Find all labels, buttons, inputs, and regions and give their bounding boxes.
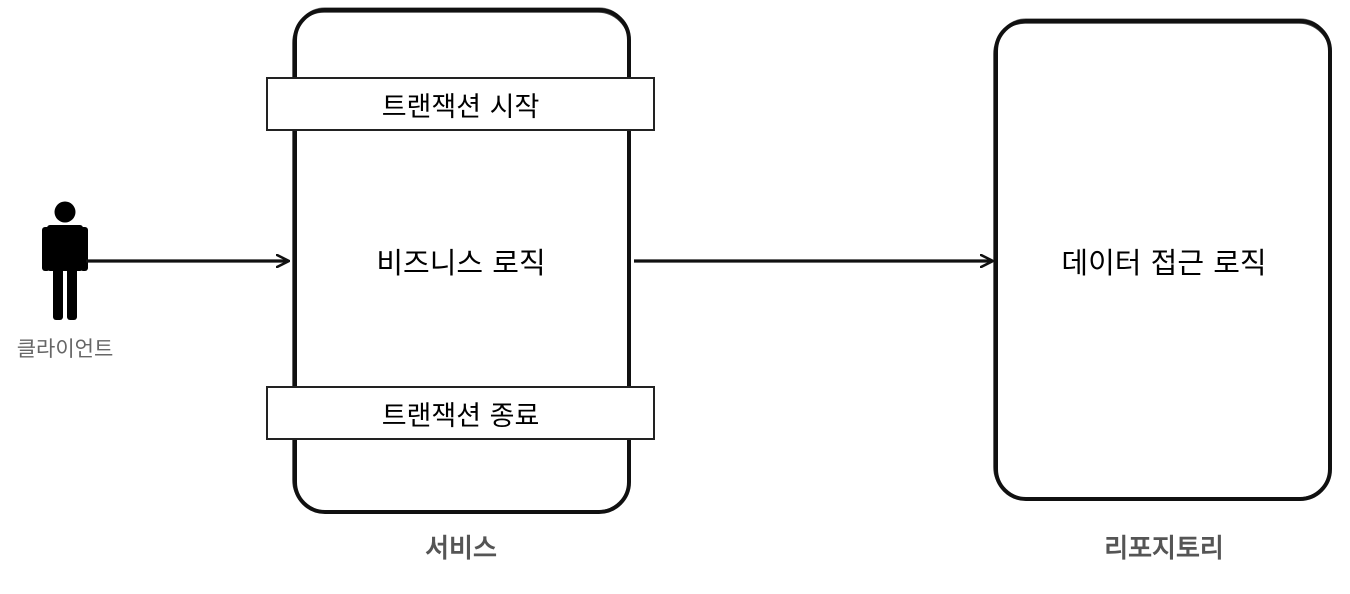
transaction-start-label: 트랜잭션 시작 [381, 91, 540, 123]
data-access-logic-label: 데이터 접근 로직 [1061, 246, 1267, 280]
repository-box [993, 18, 1332, 501]
business-logic-label: 비즈니스 로직 [376, 246, 546, 280]
service-box [292, 7, 631, 514]
person-icon [42, 201, 88, 320]
repository-caption: 리포지토리 [1104, 534, 1224, 564]
service-caption: 서비스 [425, 534, 497, 564]
transaction-start-band: 트랜잭션 시작 [266, 77, 655, 131]
client-label: 클라이언트 [16, 337, 114, 361]
transaction-end-band: 트랜잭션 종료 [266, 386, 655, 440]
transaction-end-label: 트랜잭션 종료 [381, 400, 540, 432]
